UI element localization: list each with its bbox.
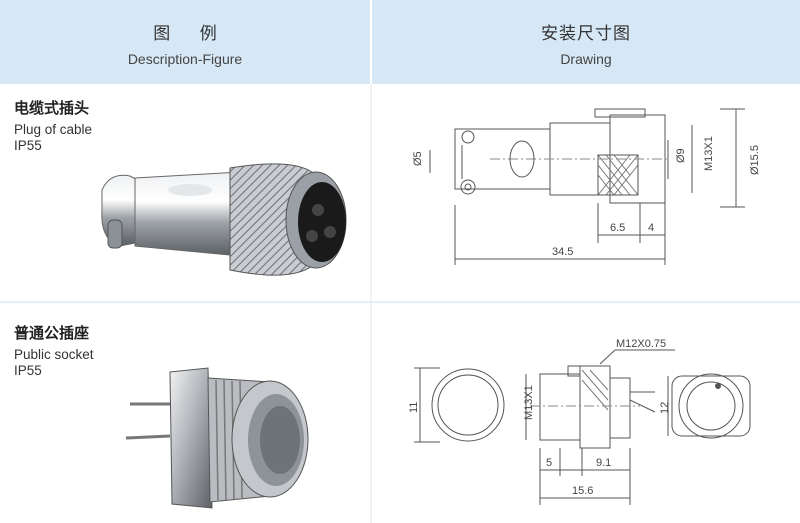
header-drawing: 安装尺寸图 Drawing <box>372 0 800 84</box>
socket-dim-thread-body: M13X1 <box>523 385 535 420</box>
plug-name-zh: 电缆式插头 <box>14 99 90 117</box>
plug-dim-d-small: Ø5 <box>412 151 424 166</box>
plug-dim-seg-b: 4 <box>648 222 654 234</box>
socket-photo <box>125 367 309 509</box>
header-description-en: Description-Figure <box>127 51 243 67</box>
socket-dim-thread-top: M12X0.75 <box>616 338 666 350</box>
plug-drawing: Ø5 Ø9 M13X1 Ø15.5 6.5 4 34.5 <box>412 108 761 265</box>
plug-label: 电缆式插头 Plug of cable IP55 <box>14 97 92 154</box>
socket-label: 普通公插座 Public socket IP55 <box>14 322 94 379</box>
socket-name-zh: 普通公插座 <box>14 324 90 342</box>
plug-rating: IP55 <box>14 138 42 153</box>
plug-dim-seg-a: 6.5 <box>610 222 625 234</box>
header-description: 图 例 Description-Figure <box>0 0 372 84</box>
socket-rating: IP55 <box>14 363 42 378</box>
plug-dim-d-inner: Ø9 <box>675 148 687 163</box>
header-drawing-zh: 安装尺寸图 <box>541 24 631 44</box>
row-divider <box>0 301 800 303</box>
plug-name-en: Plug of cable <box>14 122 93 137</box>
socket-drawing: 11 M13X1 M12X0.75 12 5 9.1 15.6 <box>408 338 751 505</box>
plug-photo <box>101 163 347 276</box>
socket-dim-seg-a: 5 <box>546 457 552 469</box>
column-divider <box>370 84 372 523</box>
plug-dim-d-outer: Ø15.5 <box>749 145 761 175</box>
header-drawing-en: Drawing <box>560 51 612 67</box>
socket-name-en: Public socket <box>14 347 94 362</box>
socket-dim-left-h: 11 <box>408 402 420 413</box>
plug-dim-total: 34.5 <box>552 246 573 258</box>
socket-dim-right-h: 12 <box>659 402 671 414</box>
plug-dim-thread: M13X1 <box>703 136 715 171</box>
socket-dim-seg-b: 9.1 <box>596 457 611 469</box>
header-description-zh: 图 例 <box>153 24 229 44</box>
socket-dim-total: 15.6 <box>572 485 593 497</box>
